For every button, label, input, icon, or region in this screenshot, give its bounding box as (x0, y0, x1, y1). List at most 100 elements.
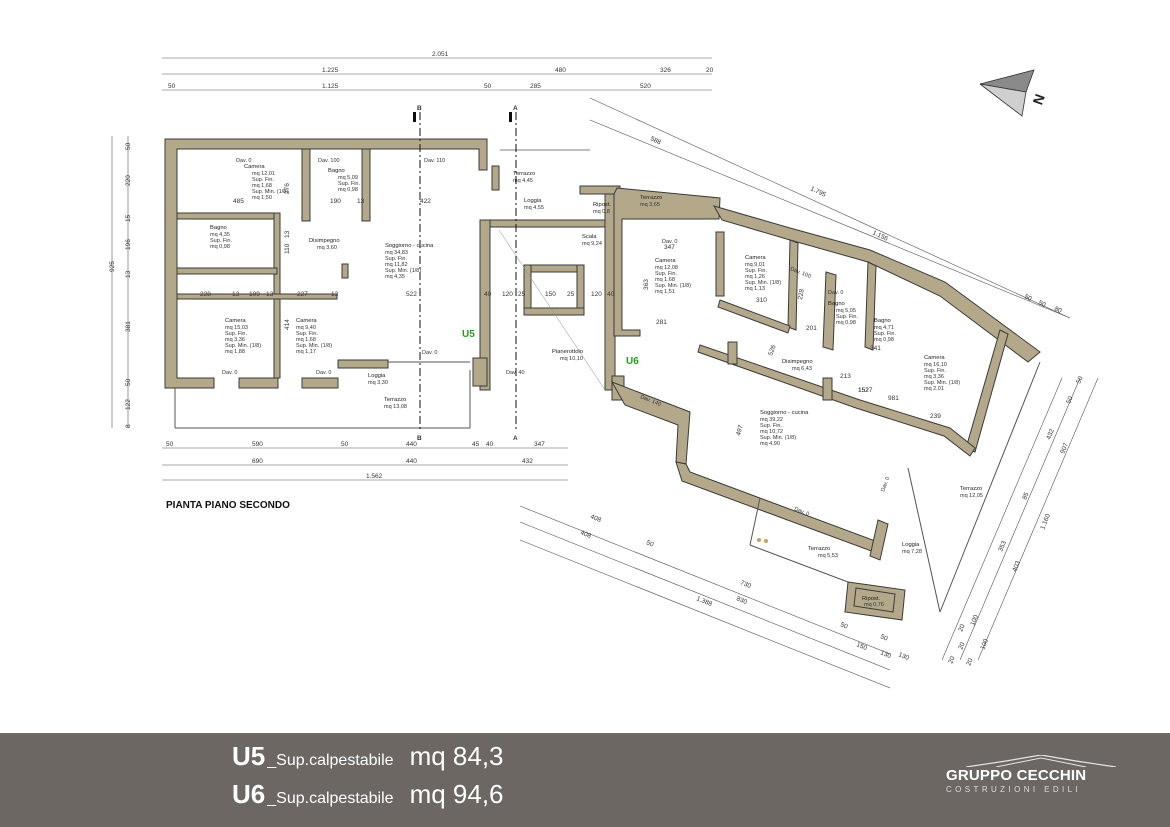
u5-room-camera-2: Camera mq 15,03 Sup. Fin. mq 3,36 Sup. M… (225, 318, 261, 355)
svg-text:Sup. Min. (1/8): Sup. Min. (1/8) (385, 268, 421, 274)
dim-bd-6: 1.388 (695, 595, 713, 608)
svg-text:Sup. Fin.: Sup. Fin. (338, 181, 360, 187)
svg-text:N: N (1029, 92, 1047, 107)
svg-text:Loggia: Loggia (902, 542, 920, 548)
idim-31: 981 (888, 395, 899, 402)
svg-text:Camera: Camera (225, 318, 246, 324)
u5-room-camera-1: Camera mq 12,01 Sup. Fin. mq 1,68 Sup. M… (244, 164, 288, 201)
dim-bd-7: 50 (839, 621, 849, 630)
dim-rs-1: 50 (1075, 375, 1084, 385)
svg-text:Ripost.: Ripost. (862, 596, 880, 602)
dav-6: Dav. 0 (422, 350, 438, 356)
dim-left-9: 122 (125, 399, 132, 410)
svg-text:Soggiorno - cucina: Soggiorno - cucina (760, 410, 809, 416)
dim-bd-8: 150 (855, 641, 868, 652)
svg-text:mq 4,90: mq 4,90 (760, 441, 780, 447)
dim-rs-4: 907 (1059, 442, 1070, 455)
dims-top: 2.051 1.225 480 326 20 50 1.125 50 285 5… (162, 51, 714, 91)
svg-text:mq 1,17: mq 1,17 (296, 349, 316, 355)
brand-subtitle: COSTRUZIONI EDILI (946, 785, 1082, 794)
idim-13: 276 (284, 183, 291, 194)
dim-left-8: 50 (125, 378, 132, 386)
idim-18: 25 (518, 291, 526, 298)
u6-room-bagno-2: Bagno mq 4,71 Sup. Fin. mq 0,98 (874, 318, 896, 343)
svg-text:Sup. Fin.: Sup. Fin. (836, 314, 858, 320)
svg-text:mq 16,10: mq 16,10 (924, 362, 947, 368)
svg-text:mq 7,28: mq 7,28 (902, 549, 922, 555)
dim-bd-3: 50 (645, 539, 655, 548)
section-a-bottom: A (513, 435, 518, 442)
svg-text:Camera: Camera (745, 255, 766, 261)
dim-rs-14: 20 (965, 657, 974, 667)
dim-rt-2: 1.156 (871, 229, 889, 242)
svg-text:Camera: Camera (924, 355, 945, 361)
north-arrow-icon: N (979, 69, 1048, 117)
svg-text:Sup. Fin.: Sup. Fin. (745, 268, 767, 274)
u5-walls (164, 138, 488, 429)
u6-room-camera-3: Camera mq 16,10 Sup. Fin. mq 3,36 Sup. M… (924, 355, 960, 392)
dav-2: Dav. 100 (318, 158, 340, 164)
section-b-top: B (417, 105, 422, 112)
common-terrazzo: Terrazzo mq 4,45 (513, 171, 535, 184)
svg-text:Scala: Scala (582, 234, 597, 240)
idim-36: 341 (870, 345, 881, 352)
idim-21: 120 (591, 291, 602, 298)
dim-top-r2-4: 20 (706, 67, 714, 74)
dav-5: Dav. 0 (316, 370, 332, 376)
svg-text:Sup. Fin.: Sup. Fin. (225, 331, 247, 337)
u6-walls (610, 187, 1041, 621)
dim-bd-9: 50 (879, 633, 889, 642)
dim-bd-10: 130 (879, 649, 892, 660)
dim-top-r3-5: 520 (640, 83, 651, 90)
dim-bot-r1-2: 590 (252, 441, 263, 448)
svg-text:Sup. Fin.: Sup. Fin. (385, 256, 407, 262)
dims-right-side: 50 50 432 907 85 1.160 353 403 20 100 20… (941, 375, 1099, 667)
dav-7: Dav. 40 (506, 370, 525, 376)
dim-top-r3-1: 50 (168, 83, 176, 90)
dim-bd-5: 830 (735, 595, 748, 606)
svg-text:Disimpegno: Disimpegno (309, 238, 340, 244)
brand-name: GRUPPO CECCHIN (946, 767, 1087, 784)
svg-text:mq 1,68: mq 1,68 (655, 277, 675, 283)
svg-text:mq 9,01: mq 9,01 (745, 262, 765, 268)
u5-room-terrazzo: Terrazzo mq 13,08 (384, 397, 407, 410)
dim-left-4: 196 (125, 239, 132, 250)
svg-text:mq 4,35: mq 4,35 (210, 232, 230, 238)
dim-rs-3: 432 (1045, 428, 1056, 441)
idim-11: 522 (406, 291, 417, 298)
idim-7: 109 (249, 291, 260, 298)
svg-text:mq 39,22: mq 39,22 (760, 417, 783, 423)
dim-bd-2: 408 (579, 529, 592, 540)
u6-label: _Sup.calpestabile (267, 790, 394, 807)
dim-bd-11: 130 (897, 651, 910, 662)
dim-top-r3-4: 285 (530, 83, 541, 90)
svg-text:Terrazzo: Terrazzo (808, 546, 830, 552)
idim-34: 152 (858, 387, 869, 394)
dim-bd-1: 408 (589, 513, 602, 524)
idim-35: 213 (840, 373, 851, 380)
dim-bot-total: 1.562 (366, 473, 383, 480)
plan-title: PIANTA PIANO SECONDO (166, 500, 290, 511)
idim-26: 310 (756, 297, 767, 304)
dim-total-top: 2.051 (432, 51, 449, 58)
svg-text:mq 9,40: mq 9,40 (296, 325, 316, 331)
dav-4: Dav. 0 (222, 370, 238, 376)
u6-room-camera-2: Camera mq 9,01 Sup. Fin. mq 1,26 Sup. Mi… (745, 255, 781, 292)
svg-text:Camera: Camera (296, 318, 317, 324)
svg-text:mq 1,68: mq 1,68 (296, 337, 316, 343)
dav-12: Dav. 0 (793, 506, 810, 517)
svg-text:mq 2,01: mq 2,01 (924, 386, 944, 392)
svg-text:mq 1,68: mq 1,68 (252, 183, 272, 189)
svg-text:mq 5,09: mq 5,09 (338, 175, 358, 181)
svg-text:mq 3,36: mq 3,36 (225, 337, 245, 343)
u5-value: mq 84,3 (409, 741, 504, 771)
svg-text:Terrazzo: Terrazzo (384, 397, 406, 403)
svg-text:mq 9,24: mq 9,24 (582, 241, 602, 247)
svg-text:mq 3,36: mq 3,36 (924, 374, 944, 380)
section-b-bottom: B (417, 435, 422, 442)
svg-text:Bagno: Bagno (210, 225, 227, 231)
dim-left-6: 925 (109, 261, 116, 272)
idim-5: 228 (200, 291, 211, 298)
svg-text:mq 0,98: mq 0,98 (836, 320, 856, 326)
dim-left-1: 50 (125, 142, 132, 150)
